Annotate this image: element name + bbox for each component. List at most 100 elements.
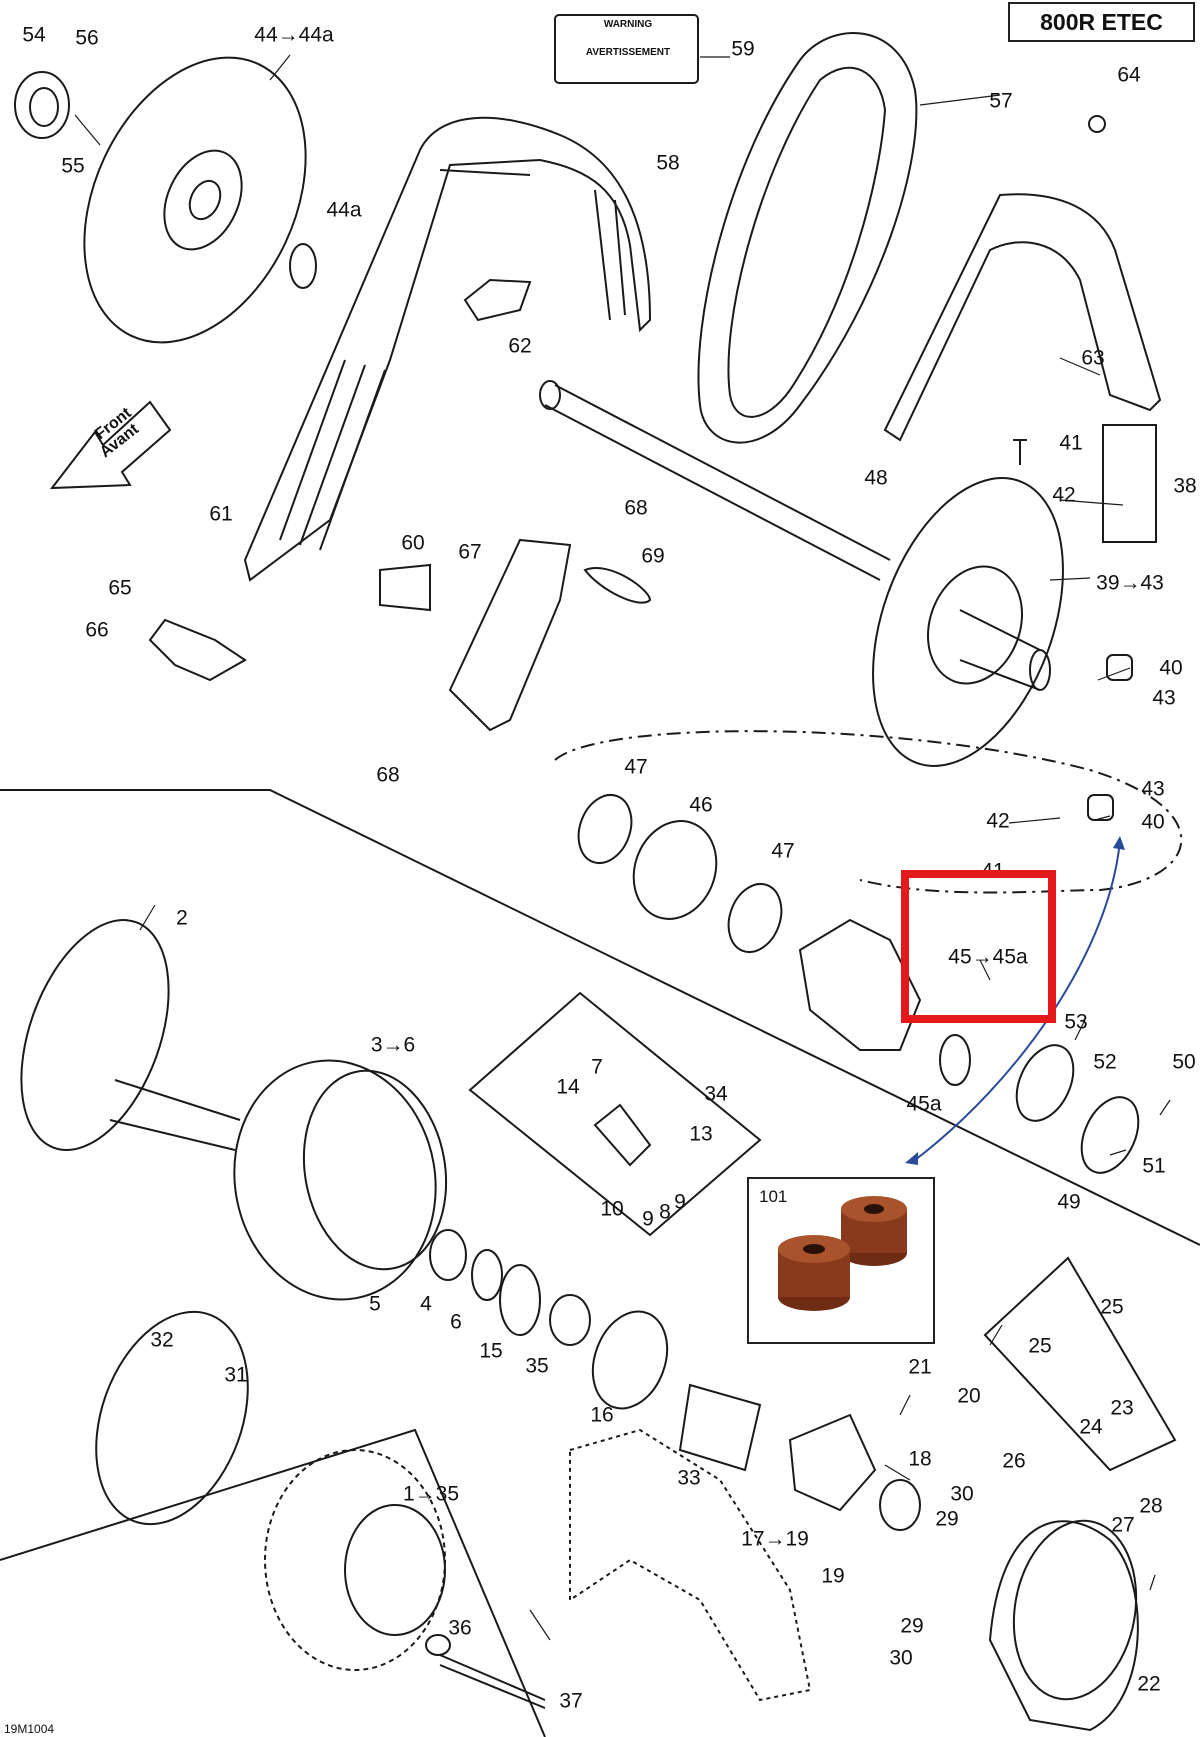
callout-60: 60 [401,531,425,555]
part-1-pulley-face [344,1504,446,1636]
part-15-washer [499,1264,541,1336]
lever-inset-frame [468,991,762,1237]
part-67-plate [448,538,572,732]
callout-22: 22 [1137,1672,1161,1696]
bushing-link-arrowhead-top [1113,836,1125,850]
shaft-spline-end [539,380,561,410]
part-39-driven-pulley [872,477,1064,767]
gear-inset-frame [0,1428,546,1737]
callout-63: 63 [1081,346,1105,370]
callout-36: 36 [448,1616,472,1640]
callout-39-43: 39→43 [1096,571,1164,595]
callout-25-left: 25 [1028,1334,1052,1358]
part-60-bracket [379,563,431,612]
callout-25-right: 25 [1100,1295,1124,1319]
callout-55: 55 [61,154,85,178]
figure-code: 19M1004 [4,1722,55,1736]
part-69-clip [583,567,652,604]
part-47-washer-lower [727,883,783,953]
callout-21: 21 [908,1355,932,1379]
callout-24: 24 [1079,1415,1103,1439]
callout-33: 33 [677,1466,701,1490]
callout-29-upper: 29 [935,1507,959,1531]
callout-16: 16 [590,1403,614,1427]
callout-17-19: 17→19 [741,1527,809,1551]
callout-35: 35 [525,1354,549,1378]
model-label: 800R ETEC [1008,2,1195,42]
callout-67: 67 [458,540,482,564]
callout-59: 59 [731,37,755,61]
part-44-bore [188,179,222,221]
callout-5: 5 [369,1292,381,1316]
part-59-warning-decal [554,14,699,84]
callout-18: 18 [908,1447,932,1471]
inset-label: 101 [759,1187,788,1206]
part-38-decal [1102,424,1157,543]
part-33-sleeve [678,1383,762,1472]
callout-26: 26 [1002,1449,1026,1473]
bushing-rear-icon [841,1196,907,1266]
callout-37: 37 [559,1689,583,1713]
part-45a-ring [939,1034,971,1086]
part-16-spring [591,1310,669,1410]
callout-69: 69 [641,544,665,568]
part-2-shaft [109,1079,241,1151]
part-44-fixed-sheave [83,56,307,344]
part-46-spring [632,820,718,920]
part-63-guard-cover [883,193,1162,442]
callout-66: 66 [85,618,109,642]
decal-warning-text: WARNING [604,19,653,30]
callout-56: 56 [75,26,99,50]
callout-29-lower: 29 [900,1614,924,1638]
part-6-circlip [471,1249,503,1301]
callout-38: 38 [1173,474,1197,498]
bushing-front-icon [778,1235,850,1311]
callout-32: 32 [150,1328,174,1352]
part-35-bushing [549,1294,591,1346]
callout-45a: 45a [906,1092,942,1116]
callout-65: 65 [108,576,132,600]
part-4-bushing [429,1229,467,1281]
part-45-cam [798,918,922,1051]
callout-43-lower: 43 [1141,777,1165,801]
callout-50: 50 [1172,1050,1196,1074]
part-36-washer [425,1634,451,1656]
callout-40-lower: 40 [1141,810,1165,834]
callout-42-upper: 42 [1052,483,1076,507]
callout-40-upper: 40 [1159,656,1183,680]
bracket-inset-frame [983,1256,1177,1472]
bushing-link-arrowhead-bottom [905,1152,918,1165]
part-40-bushing-upper [1106,654,1133,681]
part-39-pulley-hub [926,565,1024,685]
part-44-hub [163,149,243,251]
callout-57: 57 [989,89,1013,113]
callout-7: 7 [591,1055,603,1079]
part-37-bolt [439,1654,546,1709]
callout-31: 31 [224,1363,248,1387]
callout-48: 48 [864,466,888,490]
callout-61: 61 [209,502,233,526]
callout-9-right: 9 [674,1190,686,1214]
highlighted-part-box: 45→45a [901,870,1056,1023]
callout-64: 64 [1117,63,1141,87]
callout-44-44a: 44→44a [254,23,334,47]
part-53-washer [1015,1044,1075,1122]
callout-49: 49 [1057,1190,1081,1214]
callout-53: 53 [1064,1010,1088,1034]
callout-47-lower: 47 [771,839,795,863]
callout-52: 52 [1093,1050,1117,1074]
callout-3-6: 3→6 [370,1033,416,1057]
chassis-sketch [569,1428,812,1702]
part-3-movable-sheave [233,1059,437,1301]
callout-15: 15 [479,1339,503,1363]
callout-19: 19 [821,1564,845,1588]
callout-10: 10 [600,1197,624,1221]
callout-28: 28 [1139,1494,1163,1518]
callout-9-left: 9 [642,1207,654,1231]
callout-30-lower: 30 [889,1646,913,1670]
front-direction-arrow [49,400,172,490]
callout-68-upper: 68 [624,496,648,520]
callout-44a: 44a [326,198,362,222]
callout-23: 23 [1110,1396,1134,1420]
